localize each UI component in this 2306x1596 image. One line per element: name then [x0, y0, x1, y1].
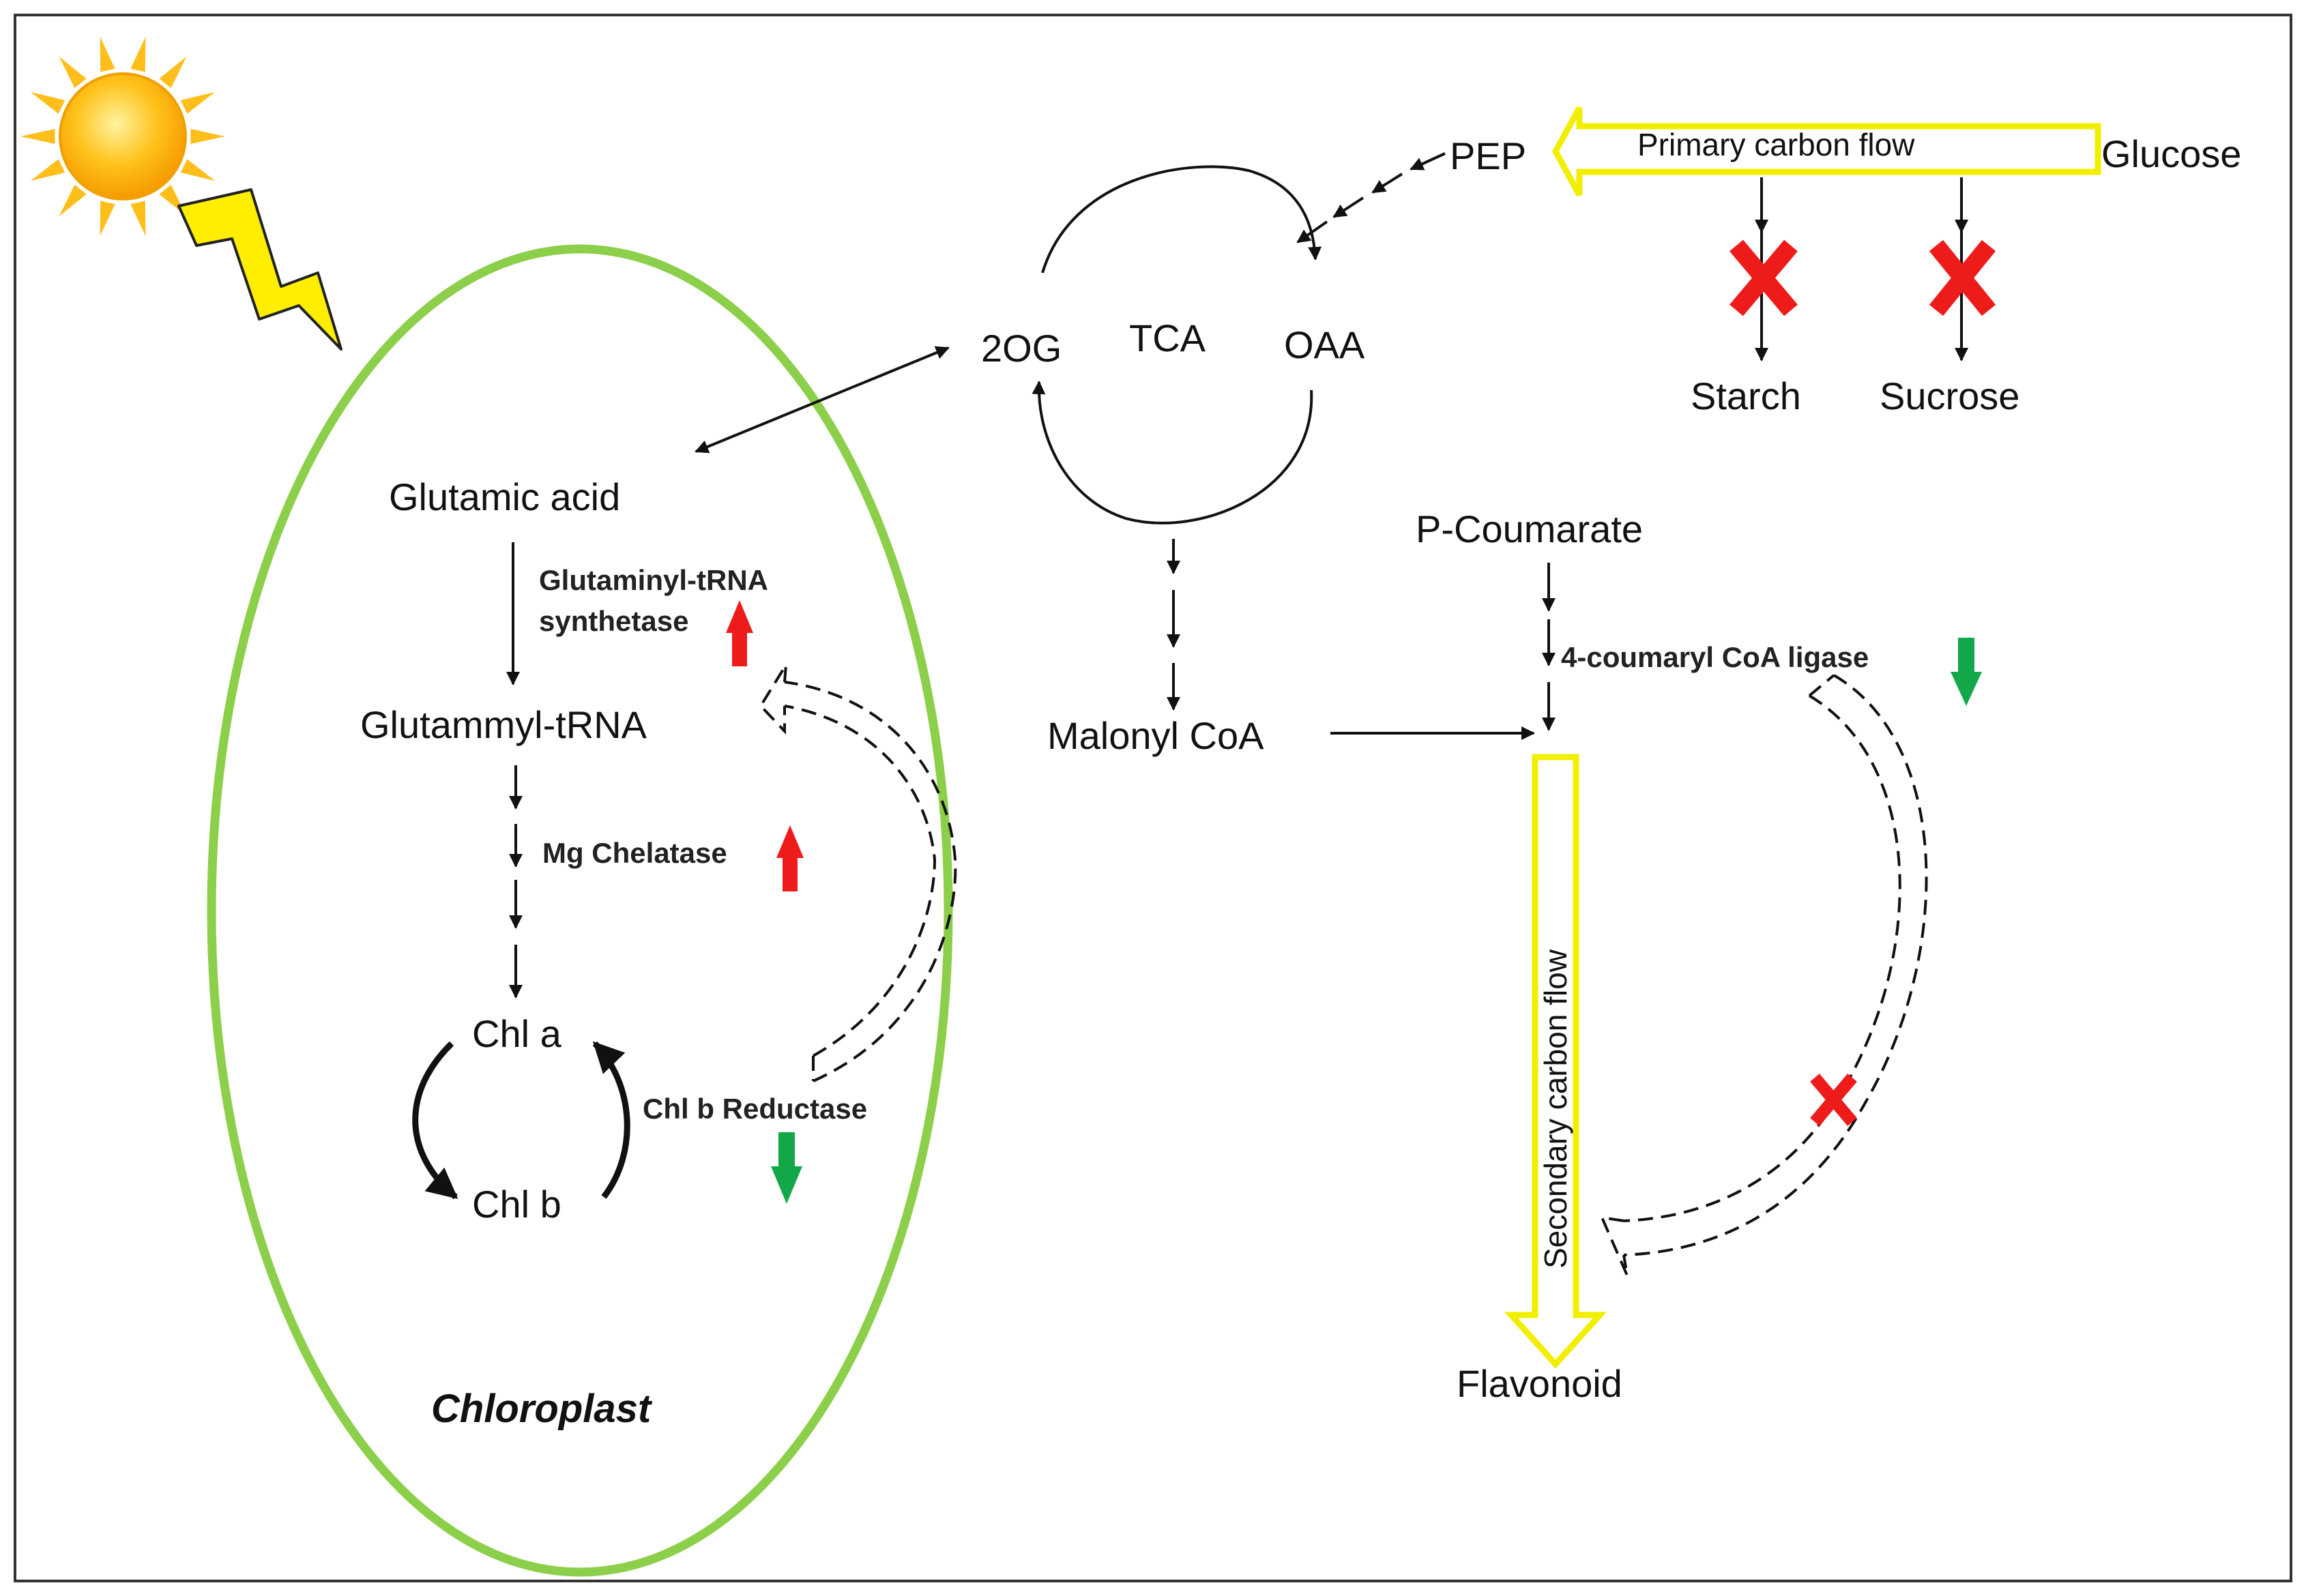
label-primary-carbon-flow: Primary carbon flow — [1637, 127, 1915, 162]
label-tca: TCA — [1129, 316, 1206, 359]
label-2og: 2OG — [981, 327, 1062, 370]
label-flavonoid: Flavonoid — [1457, 1362, 1622, 1405]
chloroplast-outline — [207, 244, 953, 1577]
label-chloroplast: Chloroplast — [431, 1387, 653, 1431]
block-mark-starch — [1730, 239, 1798, 316]
sun-ray — [159, 56, 187, 89]
label-glutamic-acid: Glutamic acid — [389, 475, 620, 518]
up-arrow-glutaminyl-synthetase — [726, 600, 753, 666]
tca-arc-top — [1041, 165, 1322, 274]
label-glutaminyl-synthetase-line1: Glutaminyl-tRNA — [539, 564, 768, 596]
sun-ray — [180, 159, 216, 181]
primary-carbon-flow-arrow — [1551, 106, 2101, 197]
lightning-icon — [177, 188, 342, 351]
sun-ray — [190, 129, 225, 144]
up-arrow-mg-chelatase — [776, 825, 804, 891]
dashed-feedback-flavonoid — [1599, 674, 1928, 1276]
arrow-chlb-to-chla — [592, 1041, 630, 1199]
label-chl-b: Chl b — [472, 1183, 561, 1226]
label-pep: PEP — [1450, 134, 1526, 177]
label-sucrose: Sucrose — [1880, 374, 2019, 417]
block-mark-flavonoid-feedback — [1810, 1074, 1857, 1126]
label-oaa: OAA — [1284, 323, 1365, 366]
tca-arc-bottom — [1032, 381, 1313, 524]
label-mg-chelatase: Mg Chelatase — [542, 837, 727, 869]
sun-ray — [180, 91, 216, 114]
arrow-pep-1 — [1410, 152, 1446, 171]
label-chl-a: Chl a — [472, 1012, 562, 1055]
sun-ray — [130, 201, 146, 237]
label-chl-b-reductase: Chl b Reductase — [643, 1093, 867, 1125]
dashed-feedback-chl-b-reductase — [759, 664, 957, 1082]
figure-frame — [14, 14, 2292, 1582]
label-secondary-carbon-flow: Secondary carbon flow — [1538, 949, 1573, 1269]
label-glucose: Glucose — [2101, 132, 2241, 175]
arrow-pep-4 — [1296, 220, 1328, 243]
sun-ray — [20, 129, 55, 144]
label-coumaryl-ligase: 4-coumaryl CoA ligase — [1561, 641, 1869, 673]
arrow-2og-glutamic-acid — [695, 346, 950, 454]
sun-ray — [130, 36, 146, 72]
block-mark-sucrose — [1929, 239, 1996, 316]
sun-icon — [20, 36, 225, 237]
secondary-carbon-flow-arrow — [1504, 754, 1607, 1369]
arrow-pep-3 — [1332, 196, 1364, 218]
sun-ray — [100, 201, 115, 237]
down-arrow-chl-b-reductase — [771, 1132, 802, 1204]
sun-ray — [59, 56, 87, 89]
arrow-pep-2 — [1371, 173, 1403, 194]
down-arrow-coumaryl-ligase — [1951, 638, 1982, 706]
sun-ray — [30, 159, 65, 181]
arrow-chla-to-chlb — [412, 1041, 458, 1200]
label-malonyl-coa: Malonyl CoA — [1047, 714, 1264, 757]
label-glutammyl-trna: Glutammyl-tRNA — [360, 703, 647, 746]
sun-ray — [59, 184, 87, 217]
sun-ray — [100, 36, 115, 72]
label-glutaminyl-synthetase-line2: synthetase — [539, 605, 688, 637]
label-starch: Starch — [1691, 374, 1801, 417]
label-p-coumarate: P-Coumarate — [1416, 507, 1643, 550]
sun-ray — [30, 91, 65, 114]
